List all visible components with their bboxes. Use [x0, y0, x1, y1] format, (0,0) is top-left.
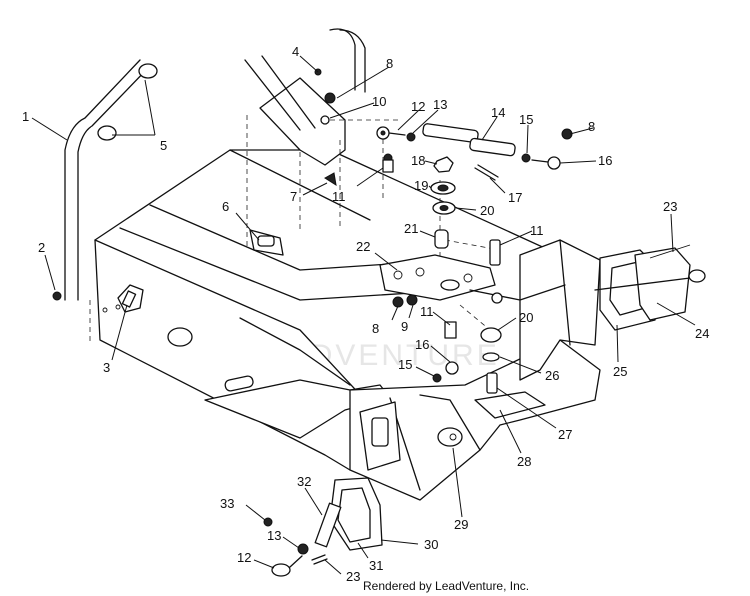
- callout-15-lower: 15: [398, 357, 412, 372]
- callout-24: 24: [695, 326, 709, 341]
- callout-23-right: 23: [663, 199, 677, 214]
- upper-bracket: [244, 28, 366, 187]
- pivot-plate-part-22: [379, 239, 566, 394]
- callout-11-left: 11: [332, 189, 346, 204]
- callout-23-bottom: 23: [346, 569, 360, 584]
- callout-11-lower: 11: [420, 304, 434, 319]
- callout-13-top: 13: [433, 97, 447, 112]
- callout-12-top: 12: [411, 99, 425, 114]
- cable-clamp-part-6: [249, 229, 284, 256]
- bolt-part-3: [117, 284, 144, 313]
- callout-7: 7: [290, 189, 297, 204]
- callout-20-lower: 20: [519, 310, 533, 325]
- callout-8-lower: 8: [372, 321, 379, 336]
- callout-8-top: 8: [386, 56, 393, 71]
- lower-cover-assembly: [263, 477, 383, 577]
- linkage-assembly: [376, 123, 573, 181]
- callout-11-right: 11: [530, 223, 544, 238]
- callout-15-top: 15: [519, 112, 533, 127]
- callout-labels: 1 2 3 4 5 6 7 8 8 8 9 10 11 11 11 12 12 …: [22, 44, 709, 584]
- render-credit: Rendered by LeadVenture, Inc.: [363, 579, 530, 593]
- callout-8-right: 8: [588, 119, 595, 134]
- callout-17: 17: [508, 190, 522, 205]
- callout-27: 27: [558, 427, 572, 442]
- callout-9: 9: [401, 319, 408, 334]
- callout-29: 29: [454, 517, 468, 532]
- callout-16-lower: 16: [415, 337, 429, 352]
- callout-18: 18: [411, 153, 425, 168]
- callout-5: 5: [160, 138, 167, 153]
- main-frame: [94, 149, 601, 501]
- leader-lines: [31, 55, 696, 575]
- callout-3: 3: [103, 360, 110, 375]
- handle-rod-part-1: [52, 59, 158, 301]
- callout-25: 25: [613, 364, 627, 379]
- callout-26: 26: [545, 368, 559, 383]
- callout-20-top: 20: [480, 203, 494, 218]
- callout-12-bottom: 12: [237, 550, 251, 565]
- callout-10: 10: [372, 94, 386, 109]
- callout-14: 14: [491, 105, 505, 120]
- callout-22: 22: [356, 239, 370, 254]
- callout-19: 19: [414, 178, 428, 193]
- callout-2: 2: [38, 240, 45, 255]
- callout-16-right: 16: [598, 153, 612, 168]
- callout-6: 6: [222, 199, 229, 214]
- fastener-part-29: [437, 427, 463, 447]
- callout-32: 32: [297, 474, 311, 489]
- callout-33: 33: [220, 496, 234, 511]
- callout-21: 21: [404, 221, 418, 236]
- callout-31: 31: [369, 558, 383, 573]
- callout-28: 28: [517, 454, 531, 469]
- side-cable-bracket: [594, 244, 706, 331]
- callout-30: 30: [424, 537, 438, 552]
- bushing-stack: [430, 156, 456, 249]
- callout-4: 4: [292, 44, 299, 59]
- callout-1: 1: [22, 109, 29, 124]
- callout-13-bottom: 13: [267, 528, 281, 543]
